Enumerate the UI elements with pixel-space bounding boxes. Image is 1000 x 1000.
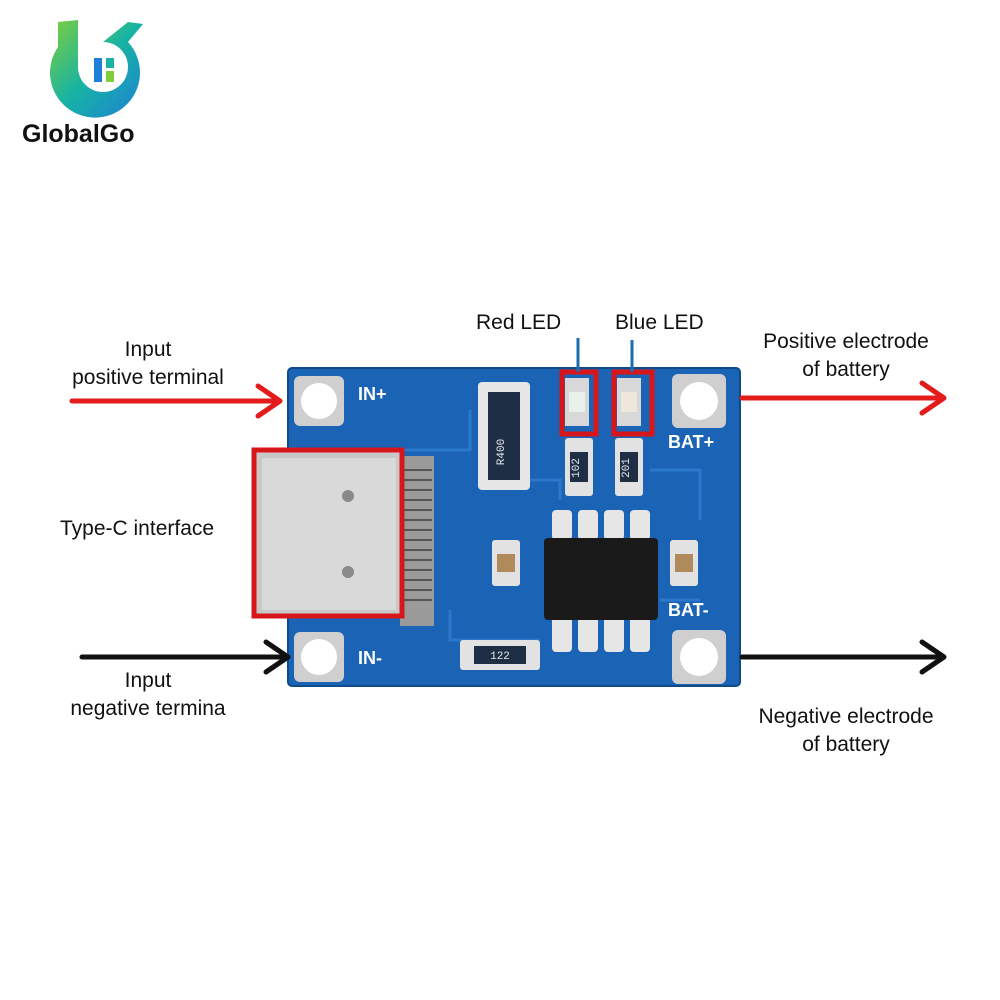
pad-in-minus xyxy=(294,632,344,682)
resistor-102 xyxy=(565,438,593,496)
silk-resistor-122: 122 xyxy=(490,651,510,663)
red-led-component xyxy=(565,378,589,426)
silk-in-plus: IN+ xyxy=(358,384,387,404)
battery-positive-line-1: Positive electrode xyxy=(763,330,929,353)
battery-negative-line-2: of battery xyxy=(802,733,890,756)
input-negative-arrow xyxy=(79,639,291,675)
battery-negative-arrow xyxy=(739,639,947,675)
type-c-connector xyxy=(256,452,434,626)
capacitor-right xyxy=(670,540,698,586)
resistor-r400 xyxy=(478,382,530,490)
input-negative-line-1: Input xyxy=(124,669,172,692)
pad-bat-plus xyxy=(672,374,726,428)
input-positive-line-2: positive terminal xyxy=(72,366,224,389)
globalgo-logo-mark xyxy=(50,20,144,118)
capacitor-left xyxy=(492,540,520,586)
silk-in-minus: IN- xyxy=(358,648,382,668)
charger-ic xyxy=(544,510,658,652)
input-positive-line-1: Input xyxy=(124,338,172,361)
input-negative-line-2: negative termina xyxy=(70,697,226,720)
silk-bat-minus: BAT- xyxy=(668,600,709,620)
input-positive-label: Input positive terminal xyxy=(58,336,238,392)
pad-in-plus xyxy=(294,376,344,426)
blue-led-component xyxy=(617,378,641,426)
resistor-122 xyxy=(460,640,540,670)
battery-positive-line-2: of battery xyxy=(802,358,890,381)
brand-name: GlobalGo xyxy=(22,120,135,148)
battery-negative-line-1: Negative electrode xyxy=(758,705,934,728)
silk-resistor-r400: R400 xyxy=(496,439,508,465)
silk-resistor-102: 102 xyxy=(571,458,583,478)
battery-negative-label: Negative electrode of battery xyxy=(746,703,946,759)
battery-positive-arrow xyxy=(739,380,947,416)
input-negative-label: Input negative termina xyxy=(58,667,238,723)
resistor-201 xyxy=(615,438,643,496)
globalgo-logo: GlobalGo xyxy=(18,12,168,148)
blue-led-label: Blue LED xyxy=(615,311,704,334)
battery-positive-label: Positive electrode of battery xyxy=(746,328,946,384)
red-led-label: Red LED xyxy=(476,311,562,334)
pad-bat-minus xyxy=(672,630,726,684)
input-positive-arrow xyxy=(69,383,283,419)
type-c-highlight-box xyxy=(251,447,405,619)
silk-bat-plus: BAT+ xyxy=(668,432,714,452)
type-c-label: Type-C interface xyxy=(60,517,215,540)
silk-resistor-201: 201 xyxy=(621,458,633,478)
